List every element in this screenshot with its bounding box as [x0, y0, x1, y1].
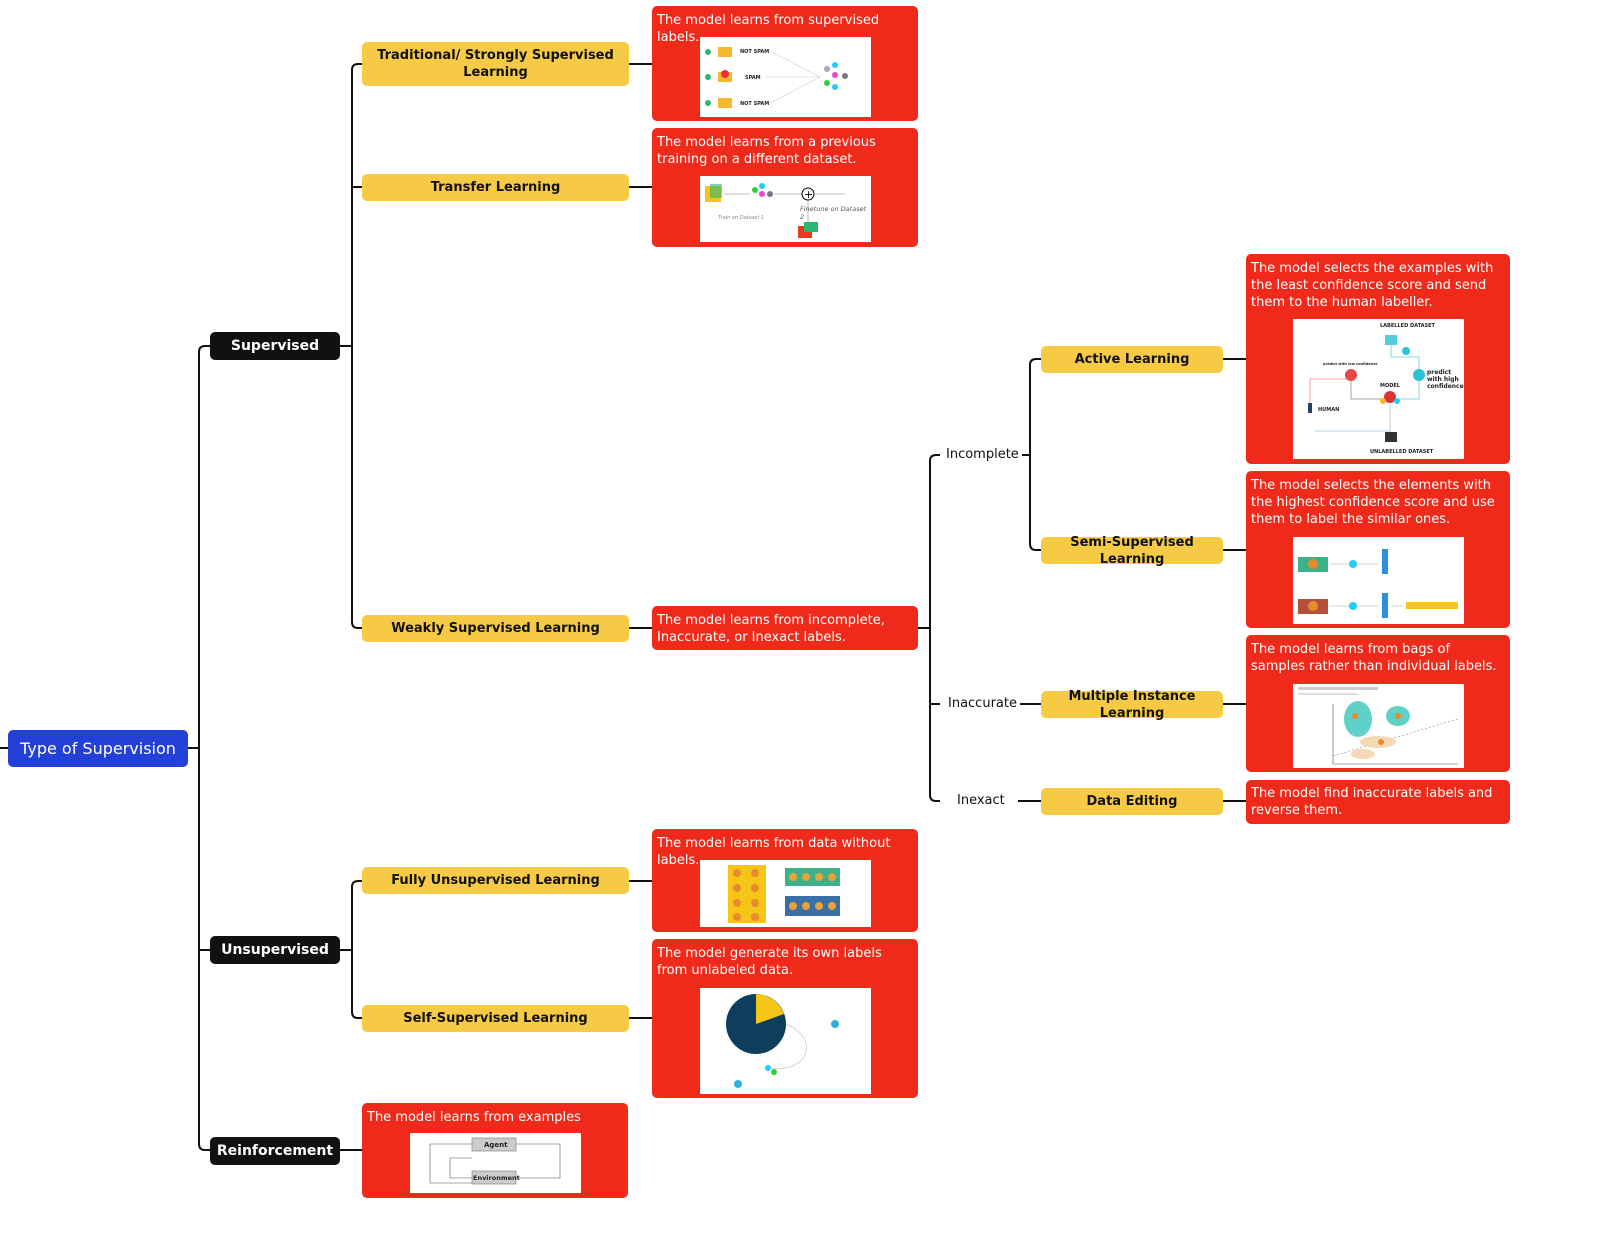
finetune-dataset-text: Finetune on Dataset 2 [800, 205, 867, 221]
mil-desc-text: The model learns from bags of samples ra… [1251, 642, 1497, 674]
unsupervised-label: Unsupervised [221, 942, 329, 958]
spam-text: SPAM [745, 75, 761, 81]
svg-text:+: + [804, 188, 813, 201]
fully-unsupervised-node[interactable]: Fully Unsupervised Learning [362, 867, 629, 894]
transfer-desc-text: The model learns from a previous trainin… [657, 135, 876, 167]
semi-label: Semi-Supervised Learning [1070, 534, 1194, 567]
supervised-label: Supervised [230, 338, 320, 354]
not-spam-text-2: NOT SPAM [740, 101, 769, 107]
weakly-desc-text: The model learns from incomplete, Inaccu… [657, 613, 885, 645]
reinforcement-node[interactable]: Reinforcement [210, 1137, 340, 1165]
spam-classifier-image: NOT SPAM SPAM NOT SPAM [700, 37, 871, 117]
train-dataset-text: Train on Dataset 1 [718, 215, 764, 221]
active-learning-node[interactable]: Active Learning [1041, 346, 1223, 373]
labelled-dataset-text: LABELLED DATASET [1380, 323, 1436, 329]
agent-text: Agent [484, 1141, 508, 1149]
low-confidence-text: predict with low confidence [1323, 362, 1378, 366]
semi-desc-text: The model selects the elements with the … [1251, 478, 1495, 527]
editing-desc: The model find inaccurate labels and rev… [1246, 780, 1510, 824]
editing-desc-text: The model find inaccurate labels and rev… [1251, 786, 1493, 818]
inaccurate-label[interactable]: Inaccurate [945, 696, 1020, 711]
self-label: Self-Supervised Learning [403, 1011, 588, 1026]
mil-node[interactable]: Multiple Instance Learning [1041, 689, 1223, 721]
neural-network-icon [824, 62, 848, 90]
active-learning-image: LABELLED DATASET MODEL HUMAN UNLABELLED … [1293, 319, 1464, 459]
weakly-label: Weakly Supervised Learning [391, 621, 600, 636]
self-desc: The model generate its own labels from u… [652, 939, 918, 1098]
fully-label: Fully Unsupervised Learning [391, 873, 600, 888]
unsupervised-node[interactable]: Unsupervised [210, 936, 340, 964]
unlabelled-dataset-text: UNLABELLED DATASET [1370, 449, 1434, 455]
fully-desc-text: The model learns from data without label… [657, 836, 891, 868]
weakly-node[interactable]: Weakly Supervised Learning [362, 615, 629, 642]
reinforcement-image: Agent Environment [410, 1133, 581, 1193]
incomplete-label[interactable]: Incomplete [943, 447, 1022, 462]
weakly-desc: The model learns from incomplete, Inaccu… [652, 606, 918, 650]
root-label: Type of Supervision [20, 739, 176, 758]
self-supervised-node[interactable]: Self-Supervised Learning [362, 1005, 629, 1032]
traditional-desc-text: The model learns from supervised labels. [657, 13, 880, 45]
model-text: MODEL [1380, 383, 1401, 389]
supervised-node[interactable]: Supervised [210, 332, 340, 360]
active-desc-text: The model selects the examples with the … [1251, 261, 1494, 310]
reinforcement-desc-text: The model learns from examples [367, 1110, 581, 1125]
mil-image [1293, 684, 1464, 768]
active-label: Active Learning [1074, 352, 1190, 367]
human-text: HUMAN [1318, 407, 1339, 413]
transfer-learning-image: + Train on Dataset 1 Finetune on Dataset… [700, 176, 871, 242]
high-confidence-text: predict with high confidence [1427, 369, 1464, 390]
traditional-node[interactable]: Traditional/ Strongly Supervised Learnin… [362, 42, 629, 86]
self-desc-text: The model generate its own labels from u… [657, 946, 882, 978]
data-editing-node[interactable]: Data Editing [1041, 788, 1223, 815]
root-node[interactable]: Type of Supervision [8, 730, 188, 767]
clustering-image [700, 860, 871, 927]
self-supervised-image [700, 988, 871, 1094]
editing-label: Data Editing [1086, 794, 1178, 809]
semi-supervised-node[interactable]: Semi-Supervised Learning [1041, 535, 1223, 567]
environment-text: Environment [473, 1174, 520, 1182]
traditional-label: Traditional/ Strongly Supervised Learnin… [377, 48, 614, 80]
transfer-node[interactable]: Transfer Learning [362, 174, 629, 201]
not-spam-text-1: NOT SPAM [740, 49, 769, 55]
mil-label: Multiple Instance Learning [1068, 688, 1196, 721]
transfer-label: Transfer Learning [430, 180, 561, 195]
reinforcement-label: Reinforcement [216, 1143, 334, 1159]
semi-supervised-image [1293, 537, 1464, 624]
inexact-label[interactable]: Inexact [954, 793, 1008, 808]
